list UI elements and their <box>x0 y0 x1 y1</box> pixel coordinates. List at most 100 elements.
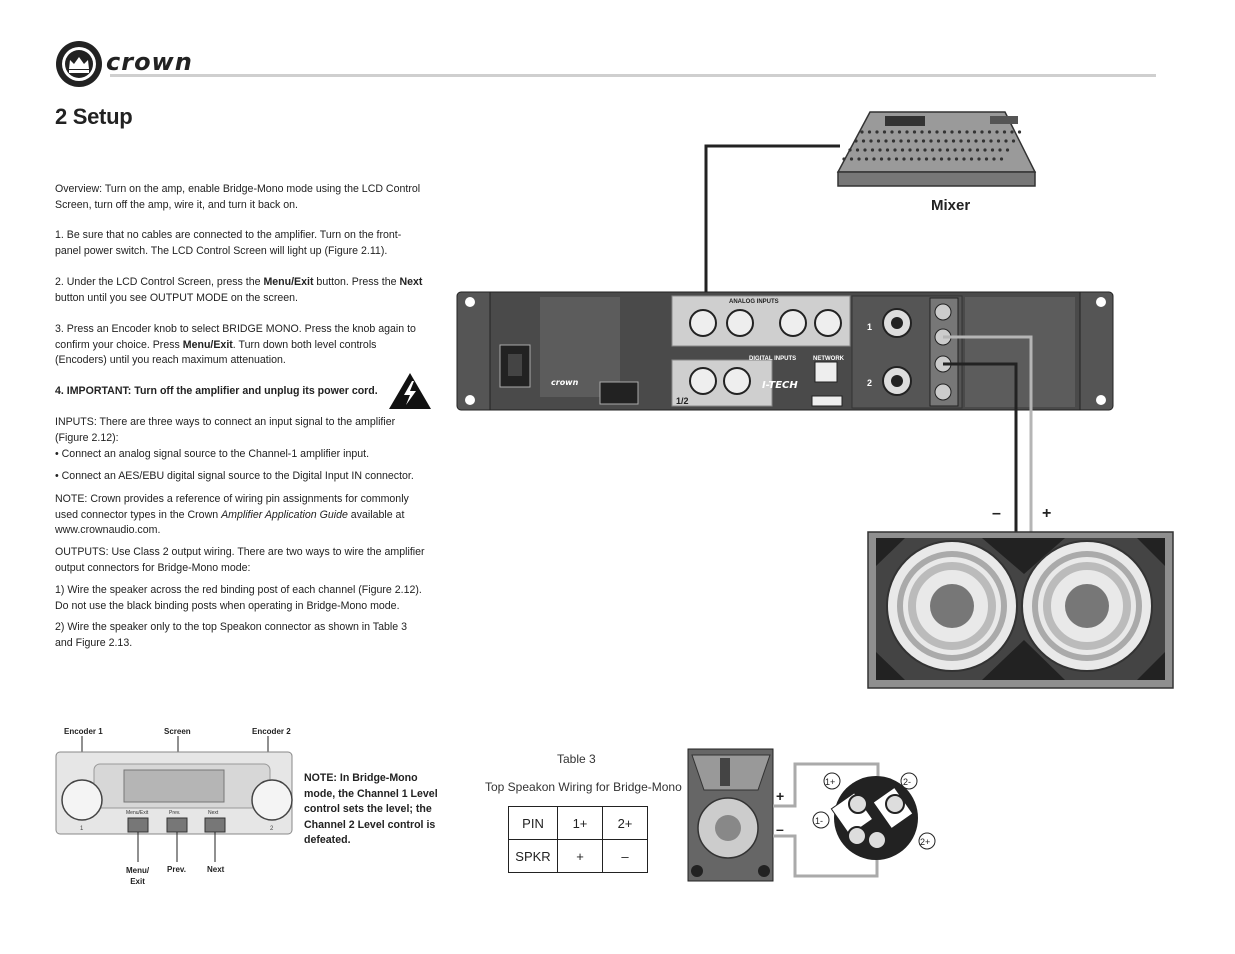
speaker-cable-negative <box>943 362 1018 532</box>
note-text-c: available at www.crownaudio.com. <box>55 508 405 537</box>
note-paragraph: NOTE: Crown provides a reference of wiri… <box>55 492 425 539</box>
note-text-a: NOTE: Crown provides a reference of wiri… <box>55 493 409 521</box>
encoder-2-knob[interactable] <box>252 780 292 820</box>
mixer-knob <box>977 157 981 161</box>
mixer-knob <box>879 157 884 161</box>
mixer-knob <box>938 148 942 152</box>
encoder-1-callout: Encoder 1 <box>64 727 103 736</box>
crown-logo-icon <box>56 41 102 87</box>
mixer-knob <box>972 130 977 134</box>
output-ch1-label: 1 <box>867 322 872 332</box>
mixer-knob <box>995 130 999 134</box>
network-label: NETWORK <box>813 356 845 362</box>
menu-exit-term: Menu/Exit <box>263 276 314 288</box>
mixer-knob <box>999 157 1004 161</box>
subwoofer-cabinet <box>867 531 1174 689</box>
step-1-paragraph: 1. Be sure that no cables are connected … <box>55 229 402 257</box>
mixer-knob <box>1004 139 1008 143</box>
table-cell: – <box>602 839 648 873</box>
mixer-knob <box>930 148 935 152</box>
mixer-knob <box>920 130 924 134</box>
speaker-cabinet <box>687 748 774 882</box>
mixer-knob <box>869 139 873 143</box>
mixer-knob <box>863 148 867 152</box>
mixer-knob <box>990 148 995 152</box>
mixer-knob <box>891 139 896 143</box>
mixer-knob <box>1005 148 1010 152</box>
mixer-knob <box>932 157 936 161</box>
speakon-plus-label: + <box>776 788 784 804</box>
mixer-knob <box>983 148 987 152</box>
encoder-1-knob[interactable] <box>62 780 102 820</box>
mixer-knob <box>992 157 996 161</box>
i-tech-logo: I-TECH <box>762 380 798 391</box>
analog-inputs-label: ANALOG INPUTS <box>729 299 779 305</box>
mixer-knob <box>912 130 917 134</box>
mixer-knob <box>885 148 890 152</box>
mixer-knob <box>900 148 905 152</box>
mixer-knob <box>1002 130 1007 134</box>
digital-inputs-label: DIGITAL INPUTS <box>749 356 796 362</box>
mixer-knob <box>974 139 978 143</box>
header-rule <box>110 74 1156 77</box>
inputs-bullet-2: • Connect an AES/EBU digital signal sour… <box>55 470 414 482</box>
mixer-knob <box>1010 130 1014 134</box>
mixer-knob <box>968 148 972 152</box>
mixer-knob <box>950 130 954 134</box>
next-button[interactable] <box>204 817 226 833</box>
mixer-knob <box>962 157 966 161</box>
step-2-text-e: button until you see OUTPUT MODE on the … <box>55 291 298 304</box>
mixer-knob <box>909 157 914 161</box>
mixer-knob <box>981 139 986 143</box>
mixer-knob <box>945 148 950 152</box>
next-button-label: Next <box>208 810 219 816</box>
mixer-knob <box>855 148 860 152</box>
mixer-knob <box>875 130 879 134</box>
outputs-paragraph: OUTPUTS: Use Class 2 output wiring. Ther… <box>55 546 425 574</box>
table-cell: 1+ <box>557 806 603 840</box>
mixer-knob <box>870 148 875 152</box>
table-cell: PIN <box>508 806 558 840</box>
mixer-label: Mixer <box>931 197 970 214</box>
mixer-to-amp-cable <box>704 144 840 310</box>
speakon-connector <box>830 776 918 860</box>
knob-2-number: 2 <box>270 826 274 832</box>
step-2-text-a: 2. Under the LCD Control Screen, press t… <box>55 276 264 288</box>
mixer-knob <box>854 139 858 143</box>
mixer-knob <box>942 130 947 134</box>
mixer-knob <box>908 148 912 152</box>
mixer-knob <box>894 157 899 161</box>
mixer-knob <box>884 139 888 143</box>
mixer-knob <box>905 130 909 134</box>
menu-exit-button[interactable] <box>127 817 149 833</box>
mixer-knob <box>969 157 974 161</box>
mixer-knob <box>914 139 918 143</box>
mixer-knob <box>989 139 993 143</box>
mixer-knob <box>966 139 971 143</box>
mixer-knob <box>872 157 876 161</box>
table-row: PIN 1+ 2+ <box>508 806 648 840</box>
prev-button[interactable] <box>166 817 188 833</box>
mixer-knob <box>876 139 881 143</box>
brand-wordmark: crown <box>106 48 193 76</box>
table-cell: 2+ <box>602 806 648 840</box>
mixer-knob <box>939 157 944 161</box>
mixer-knob <box>915 148 920 152</box>
mixer-knob <box>890 130 894 134</box>
prev-button-label: Prev. <box>169 810 180 816</box>
outputs-option-1: 1) Wire the speaker across the red bindi… <box>55 584 422 612</box>
overview-paragraph: Overview: Turn on the amp, enable Bridge… <box>55 183 421 211</box>
amp-brand-logo: crown <box>551 378 579 387</box>
mixer-knob <box>996 139 1001 143</box>
inputs-bullet-1: • Connect an analog signal source to the… <box>55 448 370 460</box>
table-3-caption: Top Speakon Wiring for Bridge-Mono <box>485 780 682 794</box>
mixer-console <box>836 111 1037 187</box>
mixer-knob <box>848 148 852 152</box>
mixer-knob <box>878 148 882 152</box>
minus-label: – <box>992 505 1001 522</box>
mixer-knob <box>957 130 962 134</box>
pin-1-plus-label: 1+ <box>825 777 835 787</box>
plus-label: + <box>1042 505 1051 522</box>
lcd-control-panel: 1 2 Menu/Exit Prev. Next <box>55 736 293 862</box>
speaker-cable-positive <box>943 335 1033 532</box>
